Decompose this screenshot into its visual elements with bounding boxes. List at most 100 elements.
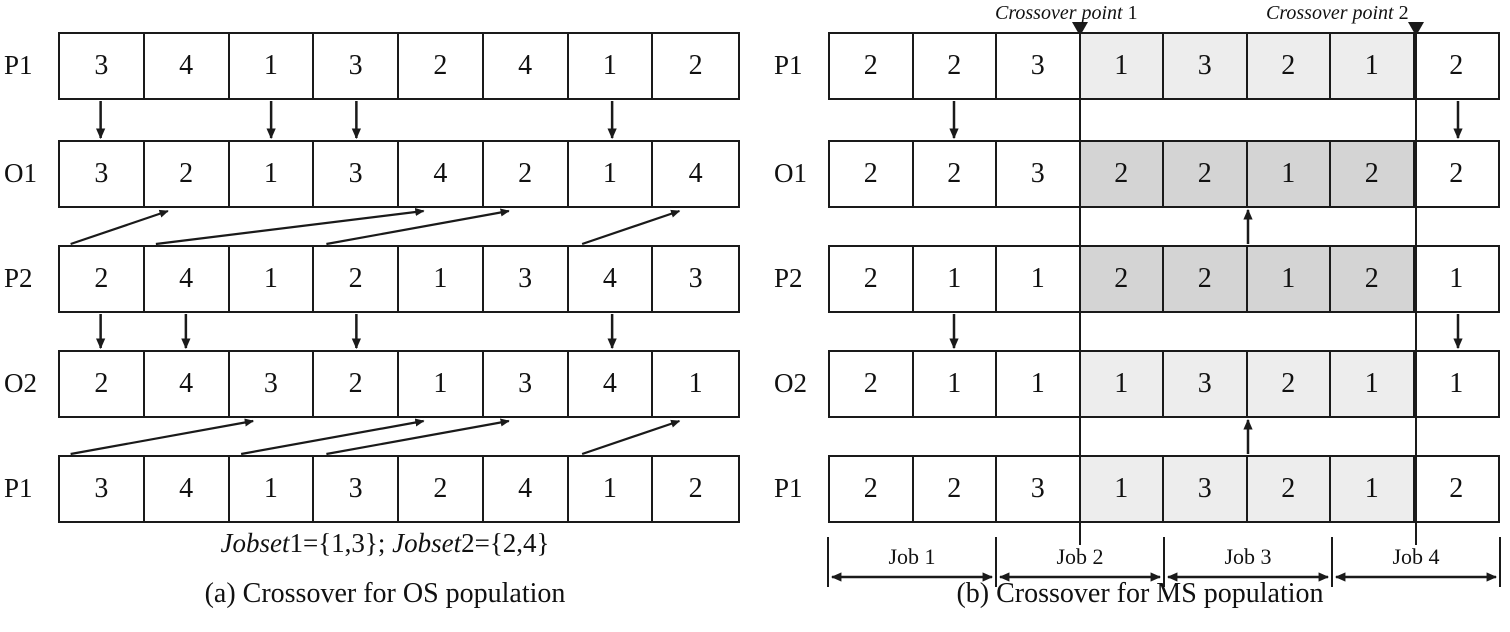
gene-cell: 3	[229, 352, 315, 416]
gene-cell: 2	[830, 247, 914, 311]
gene-cell: 1	[568, 34, 654, 98]
crossover-point-number: 1	[1127, 2, 1138, 24]
gene-cell: 4	[399, 142, 484, 206]
jobset1-index: 1	[289, 528, 303, 558]
gene-cell: 2	[144, 142, 230, 206]
gene-cell: 2	[483, 142, 569, 206]
gene-cell: 2	[653, 457, 738, 521]
diagonal-copy-arrow	[240, 418, 425, 456]
gene-cell: 2	[913, 457, 997, 521]
gene-cell: 3	[1164, 34, 1248, 98]
gene-cell: 1	[1414, 247, 1498, 311]
row-label-b-O1: O1	[774, 158, 807, 188]
diagonal-copy-arrow	[326, 418, 510, 456]
gene-cell: 2	[653, 34, 738, 98]
jobset2-value: ={2,4}	[474, 528, 550, 558]
gene-cell: 1	[997, 352, 1081, 416]
gene-cell: 1	[229, 457, 315, 521]
row-label-b-P1: P1	[774, 50, 803, 80]
job-boundary-tick	[1499, 537, 1501, 587]
gene-cell: 4	[483, 34, 569, 98]
gene-cell: 1	[1414, 352, 1498, 416]
gene-cell: 3	[60, 34, 145, 98]
gene-cell: 3	[1164, 457, 1248, 521]
gene-cell: 2	[1080, 247, 1164, 311]
job-label-3: Job 3	[1224, 544, 1272, 569]
gene-cell: 1	[1080, 457, 1164, 521]
gene-cell: 2	[913, 142, 997, 206]
crossover-point-line-2	[1415, 22, 1417, 545]
gene-cell: 3	[997, 457, 1081, 521]
gene-cell: 3	[997, 142, 1081, 206]
row-label-b-O2: O2	[774, 368, 807, 398]
gene-cell: 2	[1164, 247, 1248, 311]
gene-cell: 2	[60, 247, 145, 311]
diagonal-copy-arrow	[70, 418, 255, 456]
gene-cell: 4	[144, 34, 230, 98]
gene-cell: 2	[830, 142, 914, 206]
gene-cell: 1	[1331, 34, 1415, 98]
gene-cell: 3	[314, 34, 399, 98]
gene-cell: 1	[229, 247, 315, 311]
gene-cell: 4	[568, 247, 654, 311]
gene-cell: 2	[314, 352, 399, 416]
gene-cell: 2	[1331, 142, 1415, 206]
gene-cell: 2	[314, 247, 399, 311]
panel-a-caption: (a) Crossover for OS population	[204, 578, 566, 609]
gene-cell: 3	[483, 352, 569, 416]
gene-cell: 3	[653, 247, 738, 311]
row-label-b-P1b: P1	[774, 473, 803, 503]
gene-cell: 4	[144, 247, 230, 311]
gene-cell: 4	[144, 352, 230, 416]
jobset2-index: 2	[461, 528, 475, 558]
job-label-1: Job 1	[888, 544, 936, 569]
row-label-a-O2: O2	[4, 368, 37, 398]
row-label-a-P1b: P1	[4, 473, 33, 503]
gene-cell: 2	[1414, 457, 1498, 521]
row-label-b-P2: P2	[774, 263, 803, 293]
gene-cell: 2	[1414, 142, 1498, 206]
gene-cell: 2	[1247, 352, 1331, 416]
gene-cell: 1	[1331, 352, 1415, 416]
row-label-a-P2: P2	[4, 263, 33, 293]
diagonal-copy-arrow	[70, 209, 169, 246]
gene-cell: 2	[1331, 247, 1415, 311]
gene-cell: 1	[229, 142, 315, 206]
gene-cell: 3	[60, 142, 145, 206]
gene-cell: 4	[568, 352, 654, 416]
row-label-a-P1: P1	[4, 50, 33, 80]
crossover-point-label-1: Crossover point 1	[995, 2, 1138, 25]
crossover-point-number: 2	[1398, 2, 1409, 24]
gene-cell: 2	[1164, 142, 1248, 206]
diagonal-copy-arrow	[581, 419, 681, 456]
gene-cell: 2	[830, 34, 914, 98]
gene-cell: 1	[399, 352, 484, 416]
gene-cell: 2	[830, 457, 914, 521]
gene-cell: 3	[314, 457, 399, 521]
job-boundary-tick	[1163, 537, 1165, 587]
gene-cell: 3	[483, 247, 569, 311]
diagonal-copy-arrow	[326, 208, 510, 246]
row-label-a-O1: O1	[4, 158, 37, 188]
gene-cell: 2	[399, 457, 484, 521]
gene-cell: 4	[483, 457, 569, 521]
gene-cell: 1	[653, 352, 738, 416]
gene-cell: 4	[653, 142, 738, 206]
crossover-point-line-1	[1079, 22, 1081, 545]
gene-cell: 3	[60, 457, 145, 521]
gene-cell: 2	[1247, 34, 1331, 98]
jobset1-value: ={1,3};	[302, 528, 393, 558]
gene-cell: 2	[913, 34, 997, 98]
